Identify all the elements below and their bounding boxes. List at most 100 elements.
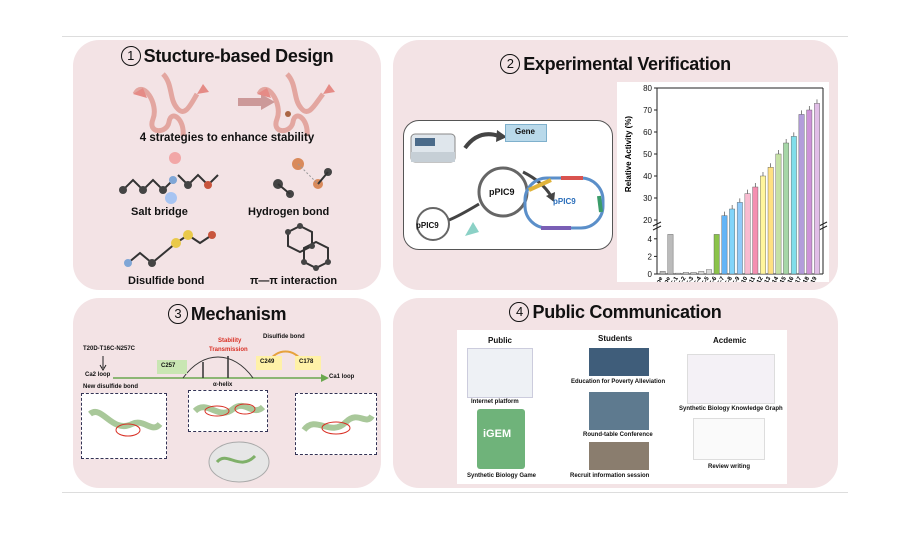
bar bbox=[690, 272, 697, 275]
y-tick-label: 50 bbox=[643, 150, 652, 159]
bar bbox=[675, 272, 682, 275]
roundtable-label: Round-table Conference bbox=[583, 432, 653, 438]
axis-break bbox=[652, 221, 662, 231]
column-academic: Acdemic bbox=[713, 336, 747, 345]
review-writing-label: Review writing bbox=[708, 464, 751, 470]
salt-bridge-icon bbox=[119, 152, 219, 204]
knowledge-graph-label: Synthetic Biology Knowledge Graph bbox=[679, 406, 783, 412]
helix-label: α-helix bbox=[213, 382, 233, 388]
ca2-loop-label: Ca2 loop bbox=[85, 372, 111, 378]
axis-break-right bbox=[818, 221, 828, 231]
bar bbox=[706, 269, 712, 275]
recruit-session-label: Recruit information session bbox=[570, 473, 650, 479]
structure-zoom-right bbox=[295, 393, 377, 455]
bar bbox=[729, 208, 736, 275]
x-tick-label: LYTT-9 bbox=[727, 275, 742, 282]
x-tick-label: LYTT-6 bbox=[704, 275, 719, 282]
salt-bridge-label: Salt bridge bbox=[131, 206, 188, 218]
gene-label: Gene bbox=[514, 127, 535, 136]
stability-label: Stability bbox=[218, 338, 242, 344]
bar bbox=[767, 166, 774, 275]
y-tick-label: 20 bbox=[643, 216, 652, 225]
new-disulfide-label: New disulfide bond bbox=[83, 384, 138, 390]
bar bbox=[760, 175, 766, 275]
x-tick-label: LYTT-2 bbox=[673, 275, 688, 282]
ca1-loop-label: Ca1 loop bbox=[329, 374, 355, 380]
mechanism-pathway bbox=[99, 350, 329, 382]
x-tick-label: LYTT-3 bbox=[680, 275, 695, 282]
panel1-number: 1 bbox=[120, 46, 141, 66]
internet-platform-image bbox=[467, 348, 533, 398]
protein-loop-illustration bbox=[132, 72, 335, 137]
pcr-machine-icon bbox=[410, 133, 456, 163]
panel3-number: 3 bbox=[167, 304, 188, 324]
x-tick-label: LYTT-8 bbox=[719, 275, 734, 282]
x-tick-label: LYTT-5 bbox=[696, 275, 711, 282]
hydrogen-bond-icon bbox=[273, 158, 332, 198]
roundtable-image bbox=[589, 392, 649, 430]
panel2-number: 2 bbox=[500, 54, 521, 74]
pPIC9-label-center: pPIC9 bbox=[489, 187, 515, 197]
pi-pi-interaction-label: π—π interaction bbox=[250, 275, 338, 287]
knowledge-graph-image bbox=[687, 354, 775, 404]
hydrogen-bond-label: Hydrogen bond bbox=[248, 206, 330, 218]
workflow-arrows bbox=[416, 130, 555, 241]
y-tick-label: 4 bbox=[648, 235, 653, 244]
column-public: Public bbox=[488, 336, 513, 345]
biology-game-label: Synthetic Biology Game bbox=[467, 473, 537, 479]
plasmid-map bbox=[523, 176, 605, 230]
mutation-label: T20D-T16C-N257C bbox=[83, 346, 136, 352]
bar bbox=[713, 234, 720, 275]
internet-platform-label: Internet platform bbox=[471, 399, 519, 405]
bar bbox=[698, 271, 705, 275]
bar bbox=[721, 215, 728, 275]
bar bbox=[783, 142, 790, 275]
y-tick-label: 0 bbox=[648, 270, 653, 279]
poverty-education-label: Education for Poverty Alleviation bbox=[571, 379, 666, 385]
biology-game-image bbox=[477, 409, 525, 469]
bar bbox=[814, 103, 820, 275]
bar bbox=[744, 193, 751, 275]
disulfide-bond-label: Disulfide bond bbox=[128, 275, 205, 287]
y-tick-label: 40 bbox=[643, 172, 652, 181]
pi-pi-interaction-icon bbox=[285, 223, 331, 271]
pPIC9-label-left: pPIC9 bbox=[416, 221, 439, 230]
bar bbox=[736, 202, 743, 275]
disulfide-label: Disulfide bond bbox=[263, 334, 305, 340]
y-tick-label: 80 bbox=[643, 84, 652, 93]
y-axis-label: Relative Activity (%) bbox=[624, 116, 633, 193]
y-tick-label: 2 bbox=[648, 252, 653, 261]
gene-box bbox=[505, 124, 547, 142]
panel4-number: 4 bbox=[509, 302, 530, 322]
y-tick-label: 60 bbox=[643, 128, 652, 137]
y-tick-label: 70 bbox=[643, 106, 652, 115]
x-tick-label: LYTT-4 bbox=[688, 275, 703, 282]
c178-label: C178 bbox=[299, 359, 314, 365]
c257-label: C257 bbox=[161, 363, 176, 369]
column-students: Students bbox=[598, 334, 633, 343]
bar bbox=[775, 153, 782, 275]
plasmid-label: pPIC9 bbox=[553, 197, 576, 206]
protein-structure-overview bbox=[208, 441, 270, 483]
structure-zoom-center bbox=[188, 390, 268, 432]
review-document-image bbox=[693, 418, 765, 460]
bar bbox=[798, 114, 805, 275]
bar bbox=[682, 272, 689, 275]
bar bbox=[806, 109, 813, 275]
bar bbox=[752, 186, 759, 275]
structure-zoom-left bbox=[81, 393, 167, 459]
transmission-label: Transmission bbox=[209, 347, 248, 353]
bar bbox=[667, 234, 674, 275]
bar bbox=[659, 271, 666, 275]
y-tick-label: 30 bbox=[643, 194, 652, 203]
igem-logo-text: iGEM bbox=[483, 428, 512, 440]
poverty-education-image bbox=[589, 348, 649, 376]
